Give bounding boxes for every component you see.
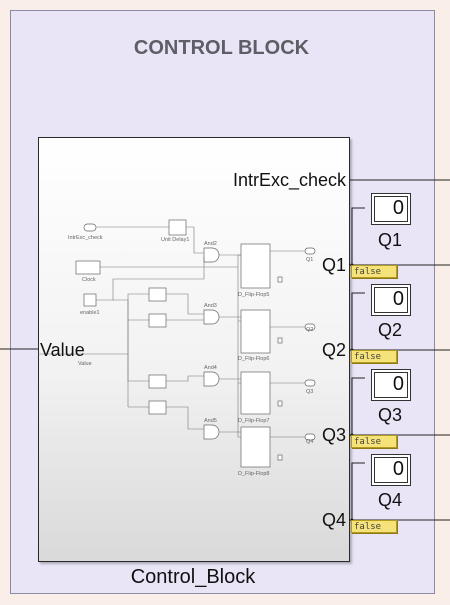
- q2-display-label: Q2: [377, 320, 402, 340]
- control-block-subsystem[interactable]: [38, 137, 350, 562]
- svg-text:D_Flip-Flop8: D_Flip-Flop8: [238, 471, 269, 477]
- outport-intrexc-label: IntrExc_check: [232, 170, 346, 190]
- inner-value-label: Value: [78, 361, 92, 367]
- svg-text:Q1: Q1: [306, 257, 313, 263]
- q2-value-badge: false: [351, 350, 397, 363]
- q3-display-label: Q3: [377, 405, 402, 425]
- area-title: CONTROL BLOCK: [133, 37, 310, 59]
- ff8-block: [240, 426, 271, 468]
- and2-gate: [203, 247, 220, 263]
- outport-q1-label: Q1: [321, 255, 346, 275]
- ff5-block: [240, 243, 271, 289]
- svg-text:Q2: Q2: [306, 327, 313, 333]
- and5-gate: [203, 424, 220, 440]
- svg-text:Q3: Q3: [306, 389, 313, 395]
- inner-intrexc-label: IntrExc_check: [68, 235, 103, 241]
- clock-label: Clock: [82, 277, 96, 283]
- outport-q4-label: Q4: [321, 510, 346, 530]
- q3-value-badge: false: [351, 435, 397, 448]
- q4-display[interactable]: 0: [371, 454, 411, 486]
- enable-block: [83, 293, 97, 307]
- subsystem-preview: IntrExc_check Unit Delay1 Clock enable1 …: [38, 219, 316, 477]
- q4-display-value: 0: [392, 458, 404, 480]
- unit-delay-block: [168, 219, 187, 236]
- ff6-block: [240, 309, 271, 354]
- q2-display[interactable]: 0: [371, 284, 411, 316]
- q3-display-value: 0: [392, 373, 404, 395]
- svg-text:D_Flip-Flop5: D_Flip-Flop5: [238, 292, 269, 298]
- q2-display-branch: [351, 292, 365, 350]
- and4-gate: [203, 371, 220, 387]
- enable-label: enable1: [80, 310, 100, 316]
- q1-display-branch: [351, 207, 365, 265]
- inport-value-label: Value: [40, 340, 85, 360]
- clock-block: [75, 260, 101, 275]
- svg-text:Q4: Q4: [306, 439, 313, 445]
- svg-text:D_Flip-Flop6: D_Flip-Flop6: [238, 356, 269, 362]
- outport-q2-label: Q2: [321, 340, 346, 360]
- q4-value-badge: false: [351, 520, 397, 533]
- svg-text:And3: And3: [204, 303, 217, 309]
- and3-gate: [203, 309, 220, 325]
- q2-display-value: 0: [392, 288, 404, 310]
- svg-text:D_Flip-Flop7: D_Flip-Flop7: [238, 418, 269, 424]
- q1-display[interactable]: 0: [371, 193, 411, 225]
- unit-delay-label: Unit Delay1: [161, 237, 189, 243]
- q1-display-label: Q1: [377, 230, 402, 250]
- ff7-block: [240, 371, 271, 415]
- q1-value-badge: false: [351, 265, 397, 278]
- inner-intrexc-inport: [83, 223, 97, 232]
- q1-display-value: 0: [392, 197, 404, 219]
- q3-display-branch: [351, 377, 365, 435]
- q4-display-label: Q4: [377, 490, 402, 510]
- outport-q3-label: Q3: [321, 425, 346, 445]
- svg-text:And4: And4: [204, 365, 217, 371]
- svg-text:And2: And2: [204, 241, 217, 247]
- q4-display-branch: [351, 462, 365, 520]
- svg-text:And5: And5: [204, 418, 217, 424]
- subsystem-name[interactable]: Control_Block: [130, 566, 256, 588]
- q3-display[interactable]: 0: [371, 369, 411, 401]
